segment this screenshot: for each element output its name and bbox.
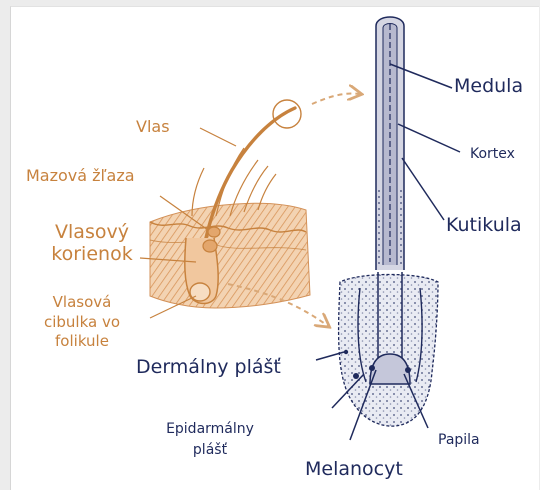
label-melanocyt: Melanocyt [305,459,403,481]
label-kortex: Kortex [470,146,515,162]
label-papila: Papila [438,432,480,448]
magnified-hair [376,17,404,270]
label-epidermalny-line1: Epidarmálny [150,419,270,440]
label-vlas: Vlas [136,118,170,136]
hair-bulb [339,272,438,426]
skin-cross-section [150,203,310,308]
label-vlasovy-korienok: Vlasový korienok [46,222,138,266]
label-cibulka-line1: Vlasová [32,293,132,313]
label-mazova-zlaza: Mazová žľaza [26,167,135,185]
zoom-circle [273,100,301,128]
label-vlasova-cibulka: Vlasová cibulka vo folikule [32,293,132,352]
zoom-arrow-top [312,93,360,104]
label-medula: Medula [454,76,523,98]
label-epidermalny-plast: Epidarmálny plášť [150,419,270,461]
label-kutikula: Kutikula [446,215,522,237]
label-dermalny-plast: Dermálny plášť [136,357,281,379]
label-cibulka-line3: folikule [32,332,132,352]
label-korienok-line1: Vlasový [46,222,138,244]
label-epidermalny-line2: plášť [150,440,270,461]
label-cibulka-line2: cibulka vo [32,313,132,333]
label-korienok-line2: korienok [46,244,138,266]
hair-follicle [185,227,220,304]
